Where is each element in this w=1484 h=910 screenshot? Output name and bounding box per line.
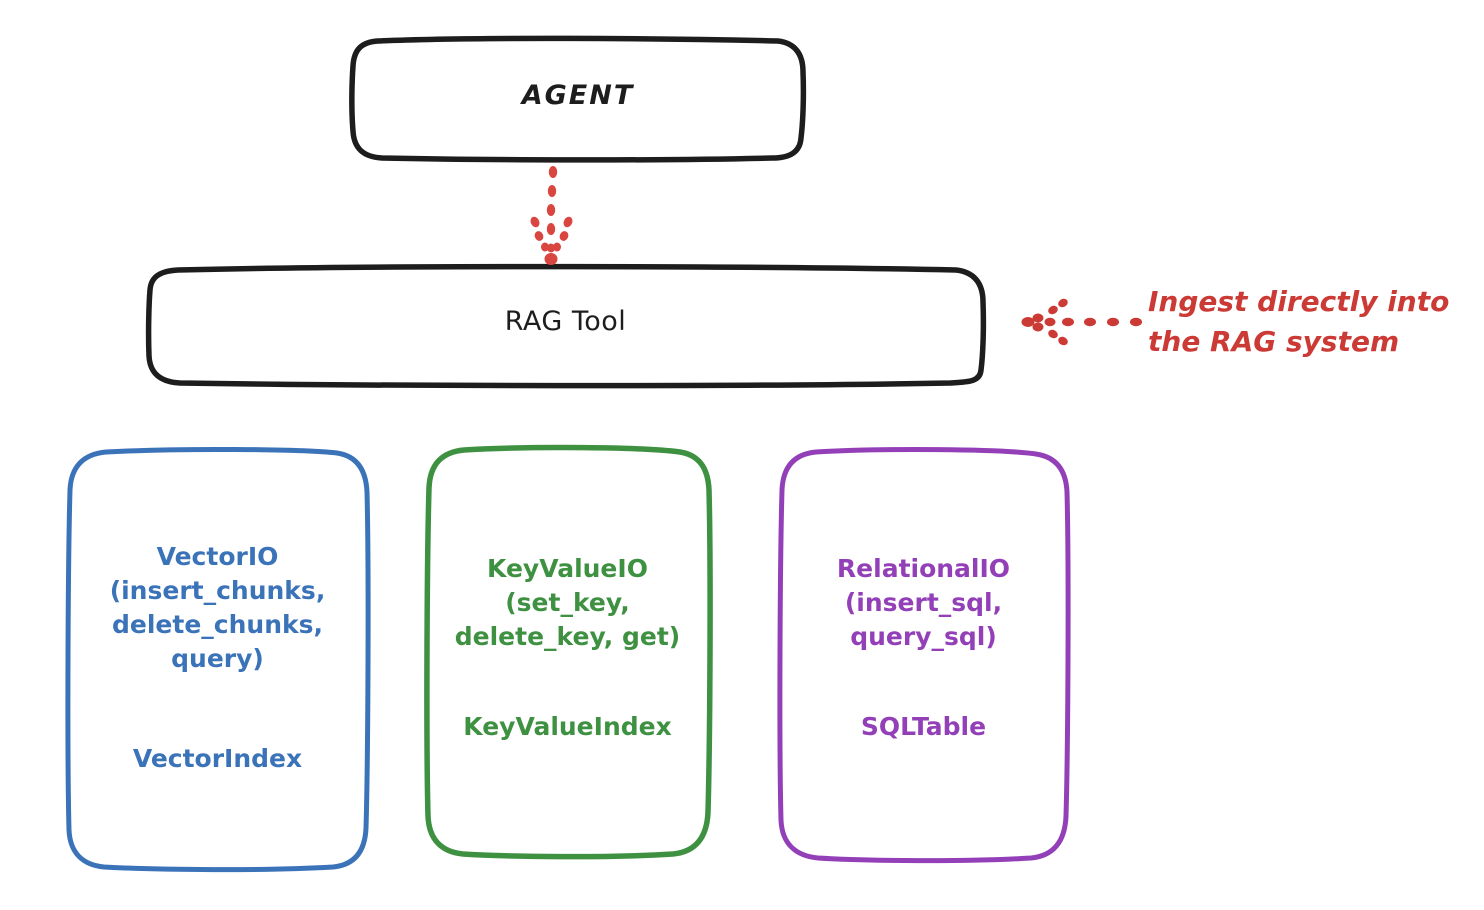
rag-tool-box[interactable] xyxy=(145,263,987,389)
agent-to-ragtool-arrow xyxy=(530,166,573,265)
keyvalue-store-index-label: KeyValueIndex xyxy=(463,712,672,741)
vector-store-index-label: VectorIndex xyxy=(132,744,303,773)
relational-store-api-label: RelationalIO (insert_sql, query_sql) xyxy=(836,554,1011,651)
vector-store-box[interactable] xyxy=(65,446,371,873)
ingest-annotation-text: Ingest directly into the RAG system xyxy=(1148,285,1450,358)
agent-box[interactable] xyxy=(349,35,807,163)
relational-store-index-label: SQLTable xyxy=(860,712,987,741)
relational-store-box[interactable] xyxy=(777,447,1071,864)
vector-store-api-label: VectorIO (insert_chunks, delete_chunks, … xyxy=(109,542,326,673)
keyvalue-store-box[interactable] xyxy=(424,444,713,860)
keyvalue-store-api-label: KeyValueIO (set_key, delete_key, get) xyxy=(454,554,681,651)
ingest-arrow xyxy=(1021,298,1142,346)
